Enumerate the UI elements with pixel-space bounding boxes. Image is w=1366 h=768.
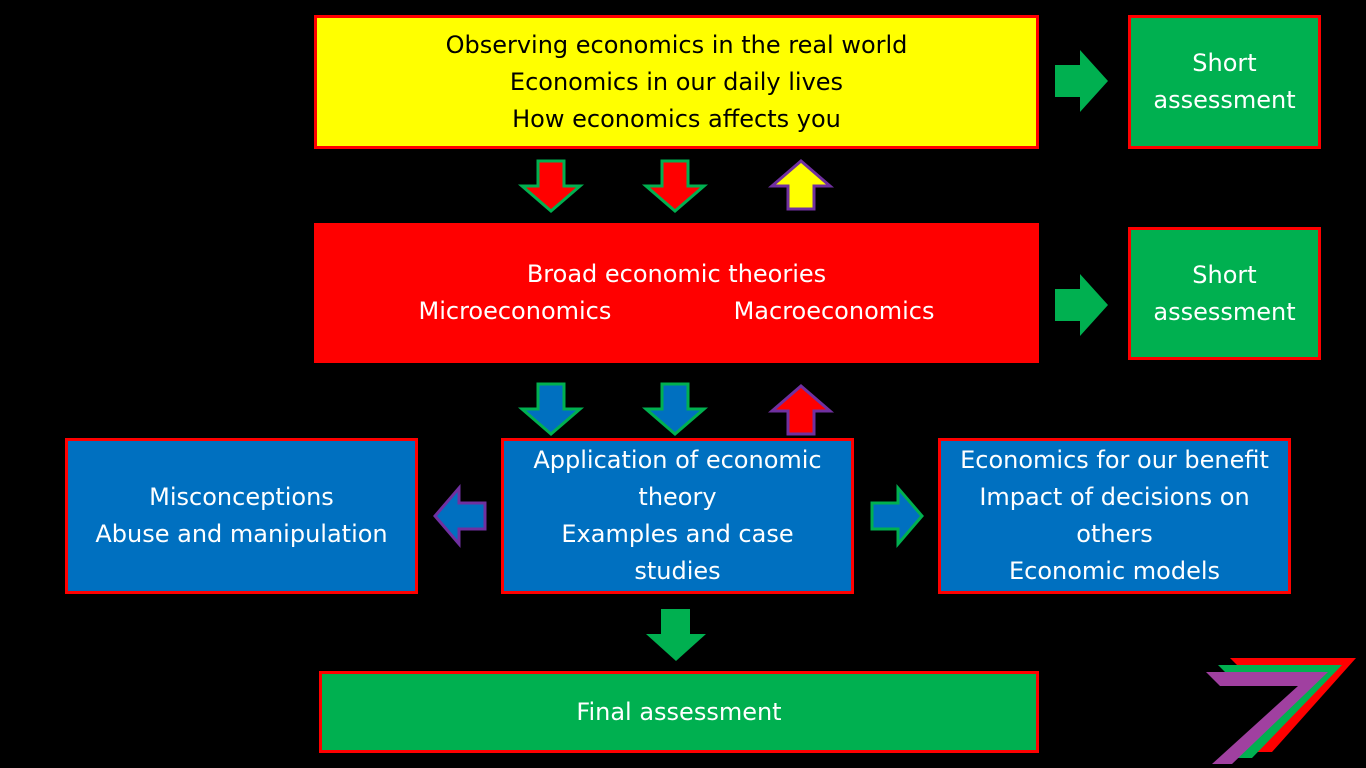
macroeconomics-label: Macroeconomics bbox=[733, 297, 935, 325]
misconceptions-line-2: Abuse and manipulation bbox=[95, 520, 388, 548]
theories-box: Broad economic theories Microeconomics M… bbox=[314, 223, 1039, 363]
arrow-down-final bbox=[646, 609, 706, 661]
arrow-down-top-1 bbox=[517, 159, 585, 213]
final-assessment-box: Final assessment bbox=[319, 671, 1039, 753]
arrow-left bbox=[433, 483, 487, 549]
arrow-up-mid bbox=[767, 384, 835, 436]
benefit-line-3: Economic models bbox=[1008, 557, 1221, 585]
arrow-right bbox=[870, 483, 924, 549]
short-assessment-2-line-2: assessment bbox=[1153, 297, 1296, 326]
arrow-right-short-1 bbox=[1055, 50, 1108, 112]
misconceptions-line-1: Misconceptions bbox=[149, 483, 334, 511]
real-world-line-3: How economics affects you bbox=[512, 104, 841, 133]
application-box: Application of economic theory Examples … bbox=[501, 438, 854, 594]
misconceptions-box: Misconceptions Abuse and manipulation bbox=[65, 438, 418, 594]
arrow-down-top-2 bbox=[641, 159, 709, 213]
real-world-line-2: Economics in our daily lives bbox=[509, 67, 844, 96]
arrow-down-mid-1 bbox=[517, 382, 585, 436]
microeconomics-label: Microeconomics bbox=[418, 297, 612, 325]
theories-title: Broad economic theories bbox=[526, 260, 827, 288]
benefit-line-1: Economics for our benefit bbox=[960, 446, 1269, 474]
real-world-box: Observing economics in the real world Ec… bbox=[314, 15, 1039, 149]
benefit-box: Economics for our benefit Impact of deci… bbox=[938, 438, 1291, 594]
theories-branches: Microeconomics Macroeconomics bbox=[419, 293, 935, 330]
real-world-line-1: Observing economics in the real world bbox=[445, 30, 908, 59]
short-assessment-1-line-1: Short bbox=[1192, 49, 1257, 77]
stripes-logo bbox=[1206, 658, 1356, 764]
short-assessment-box-1: Short assessment bbox=[1128, 15, 1321, 149]
short-assessment-2-line-1: Short bbox=[1192, 260, 1257, 289]
final-assessment-label: Final assessment bbox=[576, 697, 782, 726]
arrow-right-short-2 bbox=[1055, 274, 1108, 336]
short-assessment-box-2: Short assessment bbox=[1128, 227, 1321, 360]
arrow-up-top bbox=[767, 159, 835, 211]
application-line-2: Examples and case studies bbox=[561, 520, 794, 585]
arrow-down-mid-2 bbox=[641, 382, 709, 436]
benefit-line-2: Impact of decisions on others bbox=[979, 483, 1250, 548]
application-line-1: Application of economic theory bbox=[533, 446, 822, 511]
short-assessment-1-line-2: assessment bbox=[1153, 86, 1296, 114]
